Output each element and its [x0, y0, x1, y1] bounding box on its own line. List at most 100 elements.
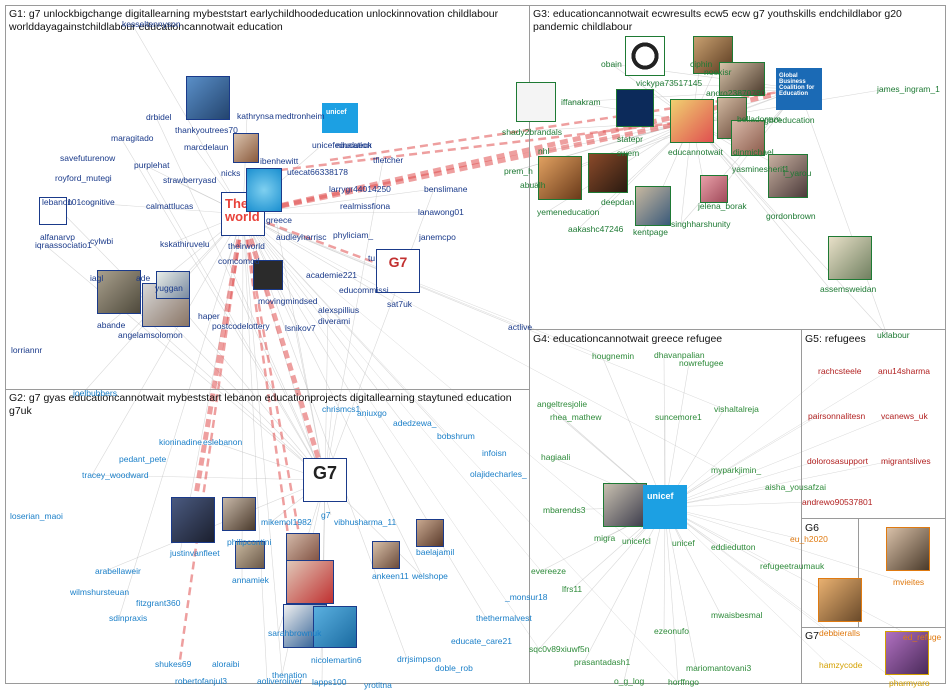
- node-suncemore1[interactable]: suncemore1: [655, 412, 702, 422]
- node-statepr[interactable]: statepr: [617, 134, 643, 144]
- node-pharmyaro[interactable]: pharmyaro: [889, 678, 930, 688]
- node-f-yarou[interactable]: f_yarou: [783, 168, 812, 178]
- node-infoisn[interactable]: infoisn: [482, 448, 507, 458]
- node-abande[interactable]: abande: [97, 320, 126, 330]
- node-nowrefugee[interactable]: nowrefugee: [679, 358, 724, 368]
- node-prem-h[interactable]: prem_h: [504, 166, 533, 176]
- node-educate-care21[interactable]: educate_care21: [451, 636, 512, 646]
- node-shady2brandals[interactable]: shady2brandals: [502, 127, 563, 137]
- node-vishaltalreja[interactable]: vishaltalreja: [714, 404, 759, 414]
- node-audleyharrisc[interactable]: audleyharrisc: [276, 232, 327, 242]
- node-educommissi[interactable]: educommissi: [339, 285, 389, 295]
- node-medtronheim[interactable]: medtronheim: [275, 111, 325, 121]
- node-fitzgrant360[interactable]: fitzgrant360: [136, 598, 181, 608]
- node-wilmshursteuan[interactable]: wilmshursteuan: [70, 587, 130, 597]
- node-lfrs11[interactable]: lfrs11: [562, 584, 583, 594]
- node-gordonbrown[interactable]: gordonbrown: [766, 211, 816, 221]
- node-tu[interactable]: tu: [368, 253, 376, 263]
- node-benslimane[interactable]: benslimane: [424, 184, 468, 194]
- node-larrygr44014250[interactable]: larrygr44014250: [329, 184, 391, 194]
- node-kesseltennyson[interactable]: kesseltennyson: [122, 19, 181, 29]
- node-hamzycode[interactable]: hamzycode: [819, 660, 863, 670]
- node-theirworld[interactable]: theirworld: [228, 241, 265, 251]
- node-jelena-borak[interactable]: jelena_borak: [698, 201, 747, 211]
- node-kentpage[interactable]: kentpage: [633, 227, 668, 237]
- node-aoliveroliver[interactable]: aoliveroliver: [257, 676, 303, 686]
- node-postcodelottery[interactable]: postcodelottery: [212, 321, 270, 331]
- node-drbidel[interactable]: drbidel: [146, 112, 172, 122]
- node-angelamsolomon[interactable]: angelamsolomon: [118, 330, 183, 340]
- node-swem[interactable]: swem: [617, 148, 640, 158]
- node-olajidecharles-[interactable]: olajidecharles_: [470, 469, 527, 479]
- node-iqraassociatio1[interactable]: iqraassociatio1: [35, 240, 92, 250]
- node-nhl[interactable]: nhl: [538, 146, 550, 156]
- node-lapps100[interactable]: lapps100: [312, 677, 347, 687]
- node-chrismcs1[interactable]: chrismcs1: [322, 404, 361, 414]
- node-savefuturenow[interactable]: savefuturenow: [60, 153, 116, 163]
- node-eu-h2020[interactable]: eu_h2020: [790, 534, 828, 544]
- node-realmissfiona[interactable]: realmissfiona: [340, 201, 391, 211]
- node-haper[interactable]: haper: [198, 311, 220, 321]
- node-tracey-woodward[interactable]: tracey_woodward: [82, 470, 149, 480]
- node-lebanon[interactable]: lebanon: [42, 197, 73, 207]
- node-baelajamil[interactable]: baelajamil: [416, 547, 455, 557]
- node-migra[interactable]: migra: [594, 533, 616, 543]
- node-lanawong01[interactable]: lanawong01: [418, 207, 464, 217]
- node-aloraibi[interactable]: aloraibi: [212, 659, 240, 669]
- node-lsnikov7[interactable]: lsnikov7: [285, 323, 316, 333]
- node-iagl[interactable]: iagl: [90, 273, 104, 283]
- node-iffanakram[interactable]: iffanakram: [561, 97, 601, 107]
- node-sqc0v89xiuwf5n[interactable]: sqc0v89xiuwf5n: [529, 644, 590, 654]
- node-migrantslives[interactable]: migrantslives: [881, 456, 931, 466]
- node-ninalueck[interactable]: ninalueck: [336, 140, 372, 150]
- node-dolorosasupport[interactable]: dolorosasupport: [807, 456, 868, 466]
- node-refugeetraumauk[interactable]: refugeetraumauk: [760, 561, 825, 571]
- node-aakashc47246[interactable]: aakashc47246: [568, 224, 624, 234]
- node-angeltresjolie[interactable]: angeltresjolie: [537, 399, 588, 409]
- node-yuggan[interactable]: yuggan: [155, 283, 183, 293]
- node-debbieralls[interactable]: debbieralls: [819, 628, 861, 638]
- node-kioninadine[interactable]: kioninadine: [159, 437, 203, 447]
- node-gbceducation[interactable]: gbceducation: [764, 115, 815, 125]
- node-mwaisbesmal[interactable]: mwaisbesmal: [711, 610, 763, 620]
- node-academie221[interactable]: academie221: [306, 270, 358, 280]
- node-doble-rob[interactable]: doble_rob: [435, 663, 473, 673]
- node-prasantadash1[interactable]: prasantadash1: [574, 657, 631, 667]
- node-horffngo[interactable]: horffngo: [668, 677, 700, 687]
- node-utecat66338178[interactable]: utecat66338178: [287, 167, 348, 177]
- node-belladonam[interactable]: belladonam: [737, 114, 781, 124]
- node-vcanews-uk[interactable]: vcanews_uk: [881, 411, 928, 421]
- node-evereeze[interactable]: evereeze: [531, 566, 566, 576]
- node-thethermalvest[interactable]: thethermalvest: [476, 613, 532, 623]
- node-sat7uk[interactable]: sat7uk: [387, 299, 413, 309]
- node-eddiedutton[interactable]: eddiedutton: [711, 542, 756, 552]
- node-movingmindsed[interactable]: movingmindsed: [258, 296, 318, 306]
- node-kathrynsa[interactable]: kathrynsa: [237, 111, 274, 121]
- node-alfanarvp[interactable]: alfanarvp: [40, 232, 75, 242]
- node-sarahbrownuk[interactable]: sarahbrownuk: [268, 628, 322, 638]
- node-thankyoutrees70[interactable]: thankyoutrees70: [175, 125, 238, 135]
- node-calmattlucas[interactable]: calmattlucas: [146, 201, 194, 211]
- node-mikemol1982[interactable]: mikemol1982: [261, 517, 312, 527]
- node-tfletcher[interactable]: tfletcher: [373, 155, 404, 165]
- node-unicef[interactable]: unicef: [672, 538, 695, 548]
- node-mvieites[interactable]: mvieites: [893, 577, 925, 587]
- node-greece[interactable]: greece: [266, 215, 292, 225]
- node-aisha-yousafzai[interactable]: aisha_yousafzai: [765, 482, 826, 492]
- node-james-ingram-1[interactable]: james_ingram_1: [877, 84, 940, 94]
- node-dinmichael[interactable]: dinmichael: [733, 147, 774, 157]
- node-kskathiruvelu[interactable]: kskathiruvelu: [160, 239, 210, 249]
- node-purplehat[interactable]: purplehat: [134, 160, 170, 170]
- node-pedant-pete[interactable]: pedant_pete: [119, 454, 167, 464]
- node-noexisr[interactable]: noexisr: [704, 67, 732, 77]
- node-educannotwait[interactable]: educannotwait: [668, 147, 723, 157]
- node-arabellaweir[interactable]: arabellaweir: [95, 566, 141, 576]
- node-assemsweidan[interactable]: assemsweidan: [820, 284, 877, 294]
- node-pairsonnalitesn[interactable]: pairsonnalitesn: [808, 411, 866, 421]
- node-mariomantovani3[interactable]: mariomantovani3: [686, 663, 752, 673]
- node-sdinpraxis[interactable]: sdinpraxis: [109, 613, 148, 623]
- node-myparkjimin-[interactable]: myparkjimin_: [711, 465, 762, 475]
- node-ezeonufo[interactable]: ezeonufo: [654, 626, 689, 636]
- node-janemcpo[interactable]: janemcpo: [419, 232, 456, 242]
- node-robertofanjul3[interactable]: robertofanjul3: [175, 676, 227, 686]
